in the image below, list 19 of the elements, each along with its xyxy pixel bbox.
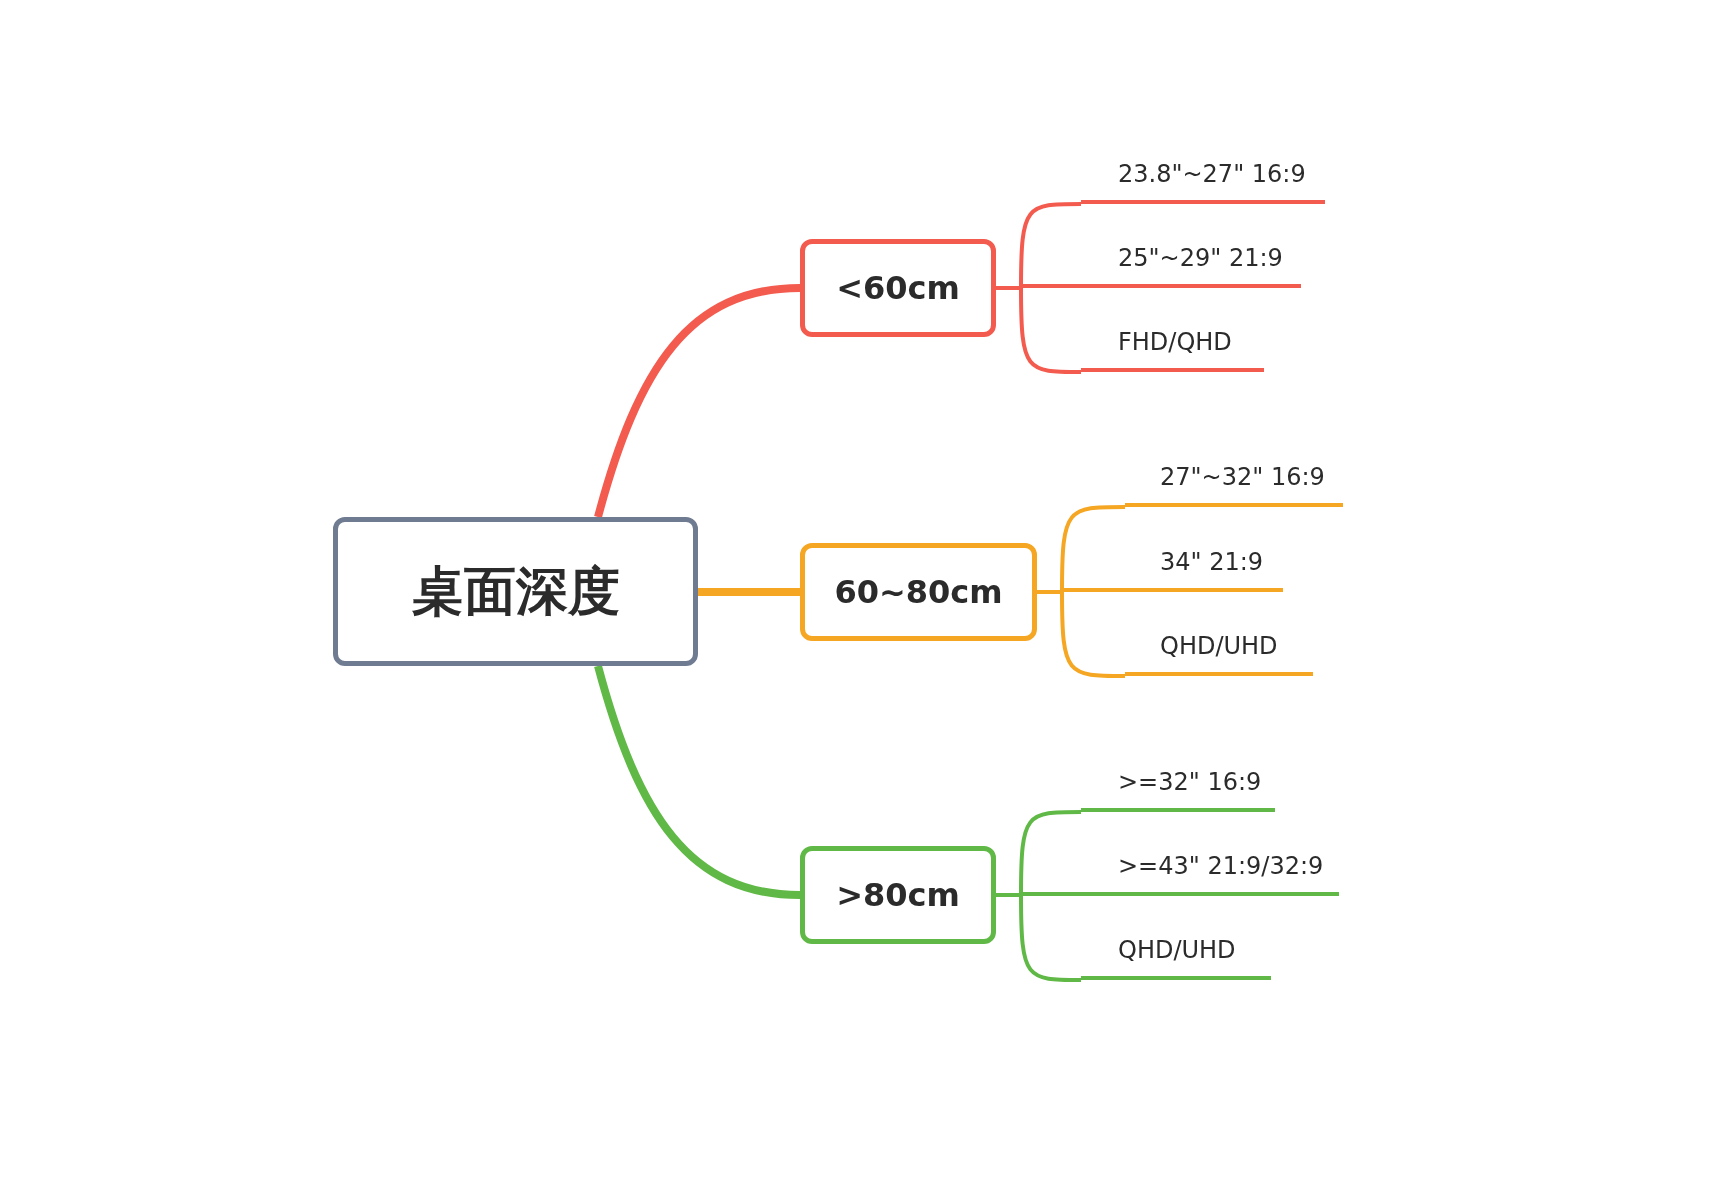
label-text: 23.8"~27" 16:9 [1118, 160, 1306, 188]
topic-box: 60~80cm [800, 543, 1037, 641]
label-text: FHD/QHD [1118, 328, 1232, 356]
label-text: 34" 21:9 [1160, 548, 1264, 576]
connector-line [996, 286, 1081, 374]
connector-line [594, 664, 801, 899]
label-text: QHD/UHD [1160, 632, 1278, 660]
label-text: QHD/UHD [1118, 936, 1236, 964]
topic-box: <60cm [800, 239, 996, 337]
label-text: >=32" 16:9 [1118, 768, 1262, 796]
topic-box: >80cm [800, 846, 996, 944]
label-text: 25"~29" 21:9 [1118, 244, 1283, 272]
connector-line [594, 284, 801, 519]
connector-line [698, 588, 800, 596]
central-topic-box: 桌面深度 [333, 517, 698, 666]
connector-line [996, 893, 1081, 982]
label-text: 27"~32" 16:9 [1160, 463, 1325, 491]
connector-line [1037, 590, 1125, 678]
label-text: >=43" 21:9/32:9 [1118, 852, 1324, 880]
